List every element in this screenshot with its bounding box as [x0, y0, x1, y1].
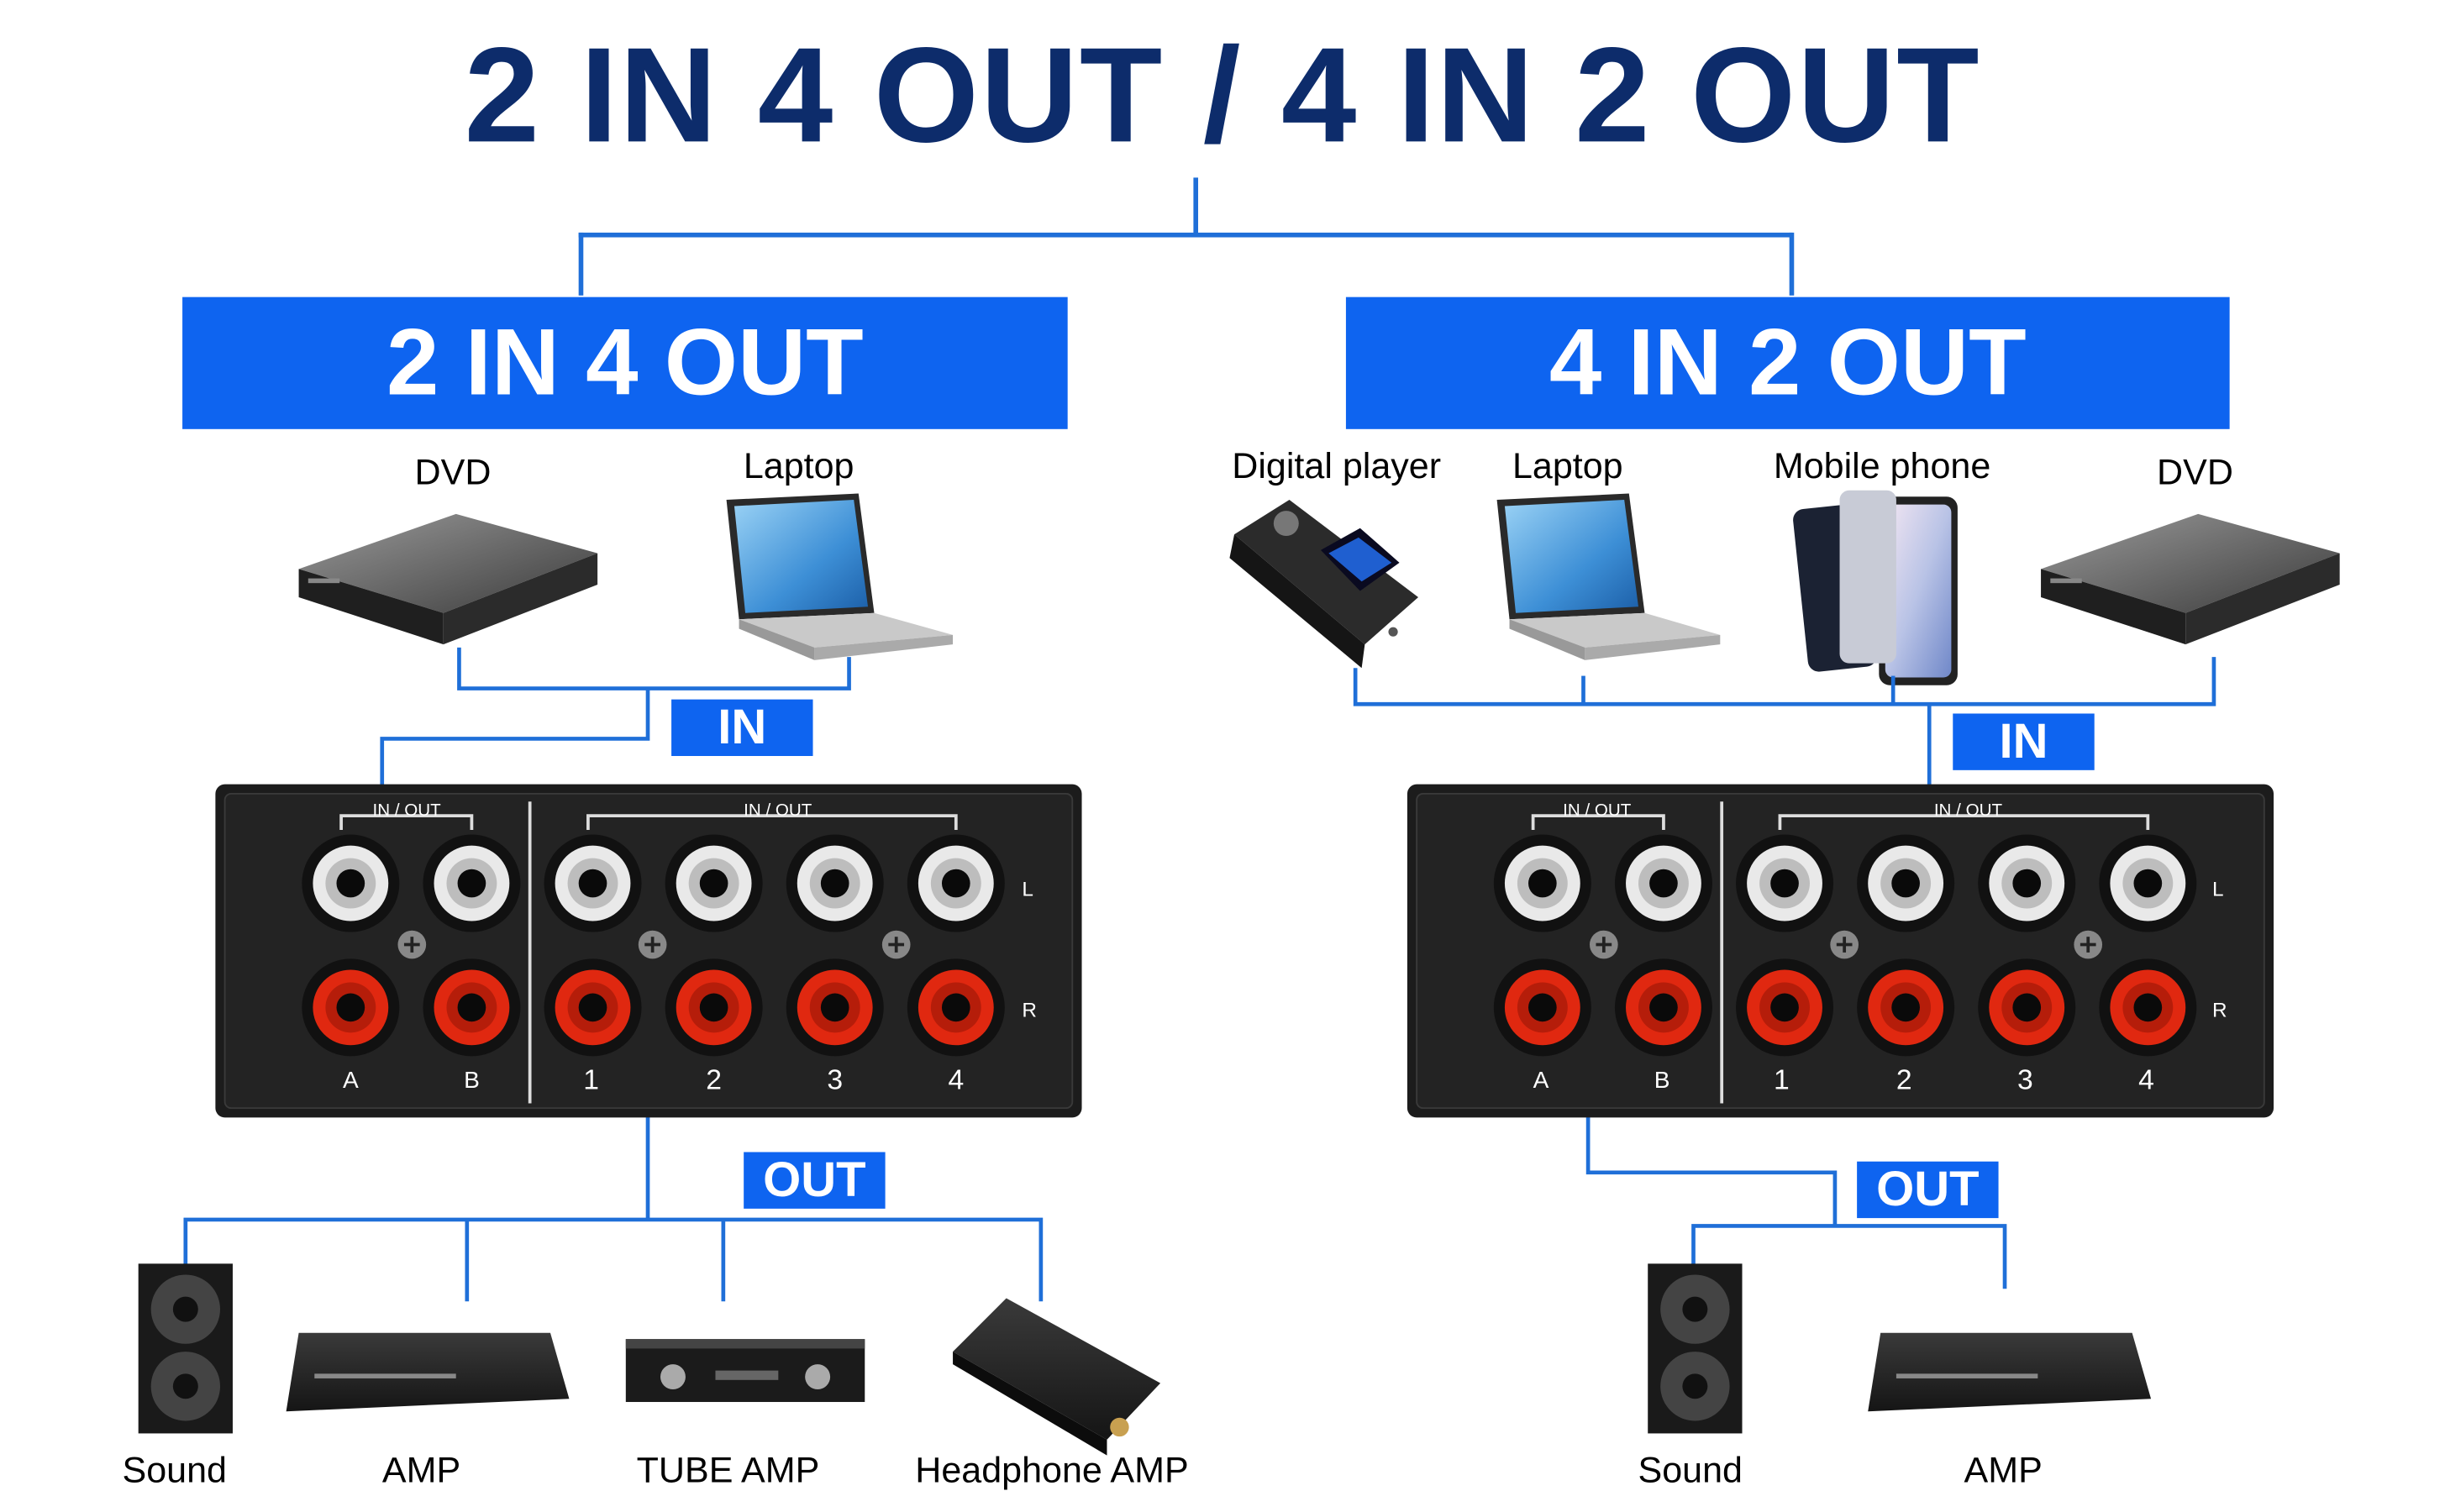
rca-jack-red	[423, 958, 521, 1057]
dvd-player-icon	[298, 513, 598, 645]
output-label-amp: AMP	[381, 1449, 461, 1490]
screw-icon	[881, 930, 911, 959]
port-label-a: A	[342, 1067, 359, 1095]
port-label-2: 2	[706, 1063, 723, 1096]
branch-right-drop	[1789, 232, 1795, 296]
rca-jack-white	[2099, 834, 2197, 932]
port-label-3: 3	[827, 1063, 844, 1096]
port-label-b: B	[464, 1067, 480, 1095]
rca-jack-red	[665, 958, 763, 1057]
rca-jack-red	[907, 958, 1005, 1057]
title-connector	[1193, 177, 1199, 234]
port-label-a-right: A	[1533, 1067, 1549, 1095]
rca-jack-red	[2099, 958, 2197, 1057]
branch-connector	[578, 232, 1793, 238]
laptop-icon-right	[1496, 493, 1721, 660]
speaker-icon	[138, 1263, 233, 1434]
port-label-1: 1	[583, 1063, 600, 1096]
group-label-ab: IN / OUT	[372, 801, 441, 821]
digital-player-icon	[1229, 500, 1419, 669]
input-label-digital-player: Digital player	[1232, 444, 1442, 486]
port-label-b-right: B	[1654, 1067, 1670, 1095]
rca-jack-red	[1493, 958, 1591, 1057]
channel-label-r-right: R	[2212, 998, 2227, 1022]
banner-2in4out: 2 IN 4 OUT	[182, 297, 1068, 429]
rca-jack-white	[1614, 834, 1712, 932]
group-label-1234-right: IN / OUT	[1933, 801, 2003, 821]
input-label-laptop: Laptop	[743, 444, 854, 486]
tube-amp-icon	[625, 1339, 865, 1403]
input-label-dvd: DVD	[414, 451, 492, 492]
port-label-1-right: 1	[1773, 1063, 1790, 1096]
rca-jack-red	[302, 958, 400, 1057]
port-label-4-right: 4	[2138, 1063, 2154, 1096]
output-label-tube-amp: TUBE AMP	[636, 1449, 820, 1490]
rca-jack-white	[1493, 834, 1591, 932]
rca-jack-white	[907, 834, 1005, 932]
headphone-amp-icon	[953, 1298, 1161, 1456]
screw-icon	[397, 930, 427, 959]
output-label-headphone-amp: Headphone AMP	[915, 1449, 1189, 1490]
out-tag-left: OUT	[744, 1152, 886, 1209]
laptop-icon	[726, 493, 954, 660]
channel-label-l-right: L	[2212, 877, 2224, 901]
group-label-ab-right: IN / OUT	[1563, 801, 1632, 821]
channel-label-l: L	[1022, 877, 1033, 901]
amp-icon	[286, 1332, 570, 1412]
in-tag-left: IN	[671, 699, 813, 756]
output-label-sound: Sound	[122, 1449, 227, 1490]
dvd-player-icon-right	[2041, 513, 2340, 645]
rca-jack-red	[1857, 958, 1955, 1057]
switch-panel-left-body	[215, 784, 1082, 1118]
rca-jack-red	[786, 958, 884, 1057]
rca-jack-white	[665, 834, 763, 932]
switch-panel-right-body	[1407, 784, 2274, 1118]
banner-4in2out: 4 IN 2 OUT	[1345, 297, 2230, 429]
output-label-sound-right: Sound	[1638, 1449, 1743, 1490]
output-label-amp-right: AMP	[1964, 1449, 2043, 1490]
group-label-1234: IN / OUT	[744, 801, 812, 821]
rca-jack-red	[1978, 958, 2076, 1057]
speaker-icon-right	[1648, 1263, 1743, 1434]
out-tag-right: OUT	[1857, 1161, 1999, 1219]
rca-jack-white	[1736, 834, 1834, 932]
rca-jack-white	[423, 834, 521, 932]
input-label-dvd-right: DVD	[2157, 451, 2233, 492]
screw-icon	[1830, 930, 1859, 959]
screw-icon	[2074, 930, 2103, 959]
amp-icon-right	[1868, 1332, 2152, 1412]
branch-left-drop	[578, 232, 584, 296]
rca-jack-white	[1978, 834, 2076, 932]
rca-jack-white	[1857, 834, 1955, 932]
port-label-4: 4	[948, 1063, 965, 1096]
in-tag-right: IN	[1953, 713, 2095, 770]
input-label-laptop-right: Laptop	[1512, 444, 1623, 486]
rca-jack-white	[302, 834, 400, 932]
rca-jack-red	[1614, 958, 1712, 1057]
rca-jack-white	[544, 834, 642, 932]
channel-label-r: R	[1022, 998, 1037, 1022]
screw-icon	[1589, 930, 1618, 959]
rca-jack-white	[786, 834, 884, 932]
screw-icon	[638, 930, 667, 959]
page-title: 2 IN 4 OUT / 4 IN 2 OUT	[464, 20, 1981, 171]
rca-jack-red	[1736, 958, 1834, 1057]
input-label-mobile-phone: Mobile phone	[1773, 444, 1991, 486]
mobile-phone-icon	[1793, 490, 1958, 685]
rca-jack-red	[544, 958, 642, 1057]
port-label-3-right: 3	[2017, 1063, 2033, 1096]
port-label-2-right: 2	[1896, 1063, 1912, 1096]
